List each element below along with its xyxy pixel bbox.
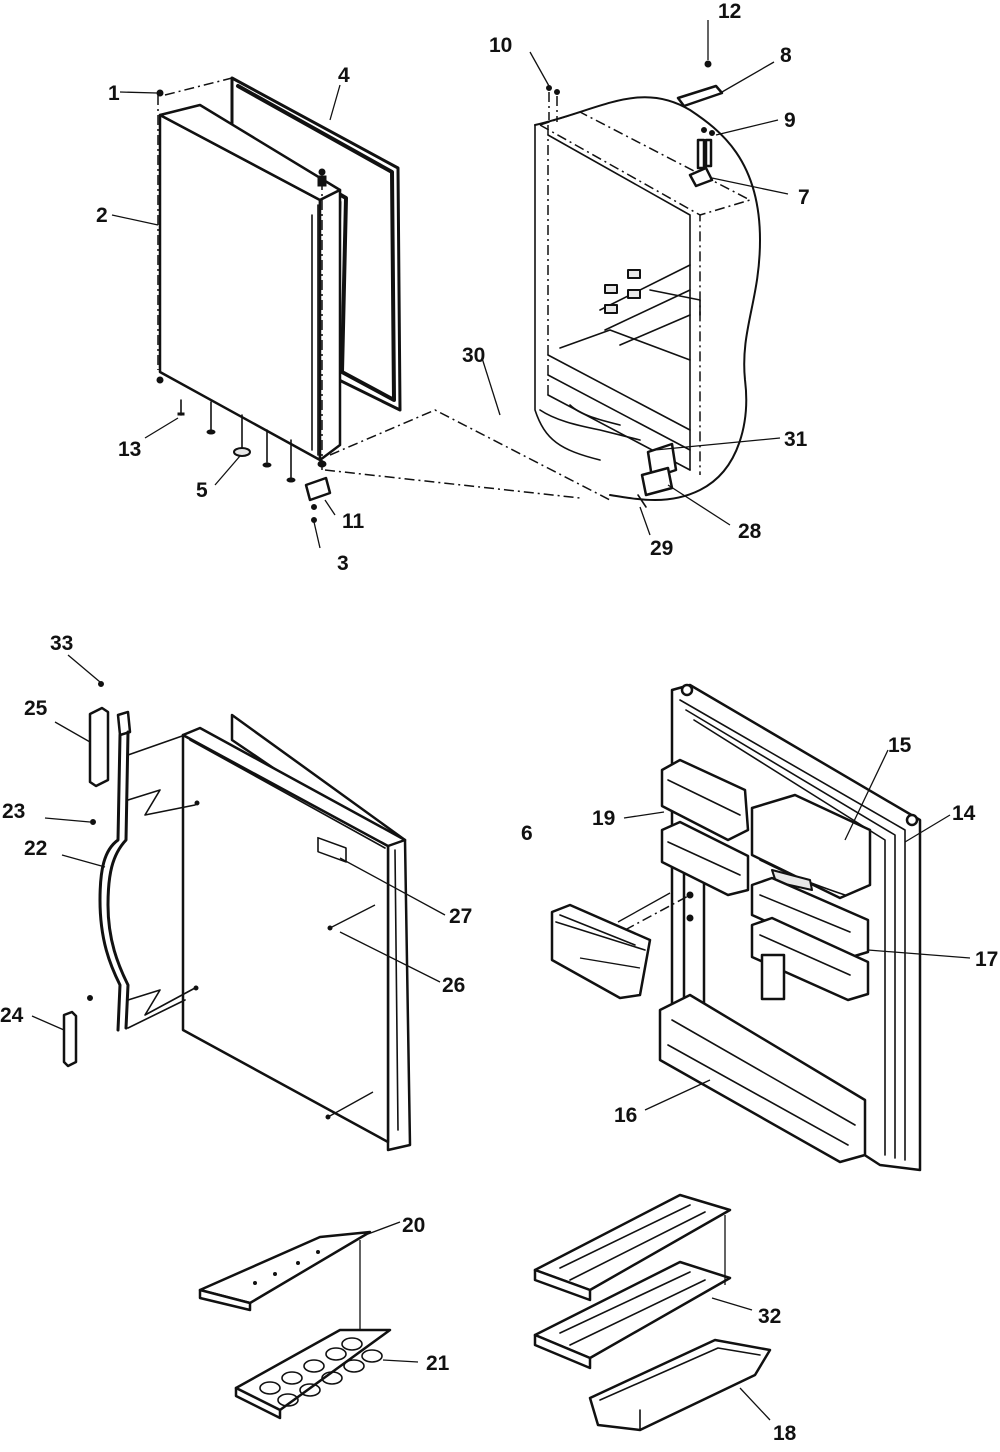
fresh-food-door-outer [181, 713, 412, 1152]
callout-30: 30 [462, 344, 485, 367]
ice-tray-assembly [533, 1193, 772, 1432]
callout-1: 1 [108, 82, 120, 105]
callout-27: 27 [449, 905, 472, 928]
callout-14: 14 [952, 802, 976, 825]
callout-6: 6 [521, 822, 533, 845]
callout-9: 9 [784, 109, 796, 132]
callout-32: 32 [758, 1305, 781, 1328]
callout-21: 21 [426, 1352, 450, 1375]
callout-31: 31 [784, 428, 808, 451]
callout-5: 5 [196, 479, 208, 502]
callout-7: 7 [798, 186, 810, 209]
callout-33: 33 [50, 632, 73, 655]
callout-16: 16 [614, 1104, 637, 1127]
callout-29: 29 [650, 537, 673, 560]
callout-25: 25 [24, 697, 48, 720]
leader-lines [31, 20, 971, 1421]
door-handle [62, 681, 196, 1068]
egg-tray-assembly [198, 1230, 392, 1420]
door-bin [550, 892, 691, 1000]
callout-20: 20 [402, 1214, 425, 1237]
cabinet-assembly [534, 60, 761, 508]
callout-2: 2 [96, 204, 108, 227]
callout-17: 17 [975, 948, 998, 971]
freezer-door-assembly [156, 76, 611, 523]
callout-11: 11 [342, 510, 365, 533]
egg-cups [259, 1337, 383, 1407]
callout-24: 24 [0, 1004, 24, 1027]
callout-10: 10 [489, 34, 512, 57]
callout-23: 23 [2, 800, 25, 823]
callout-4: 4 [338, 64, 350, 87]
callout-13: 13 [118, 438, 141, 461]
callout-18: 18 [773, 1422, 797, 1445]
callout-28: 28 [738, 520, 762, 543]
callout-12: 12 [718, 0, 741, 23]
callout-15: 15 [888, 734, 912, 757]
callout-22: 22 [24, 837, 47, 860]
door-liner [658, 683, 922, 1172]
callout-26: 26 [442, 974, 465, 997]
callout-19: 19 [592, 807, 615, 830]
door-panel [158, 103, 342, 462]
callout-8: 8 [780, 44, 792, 67]
callout-3: 3 [337, 552, 349, 575]
